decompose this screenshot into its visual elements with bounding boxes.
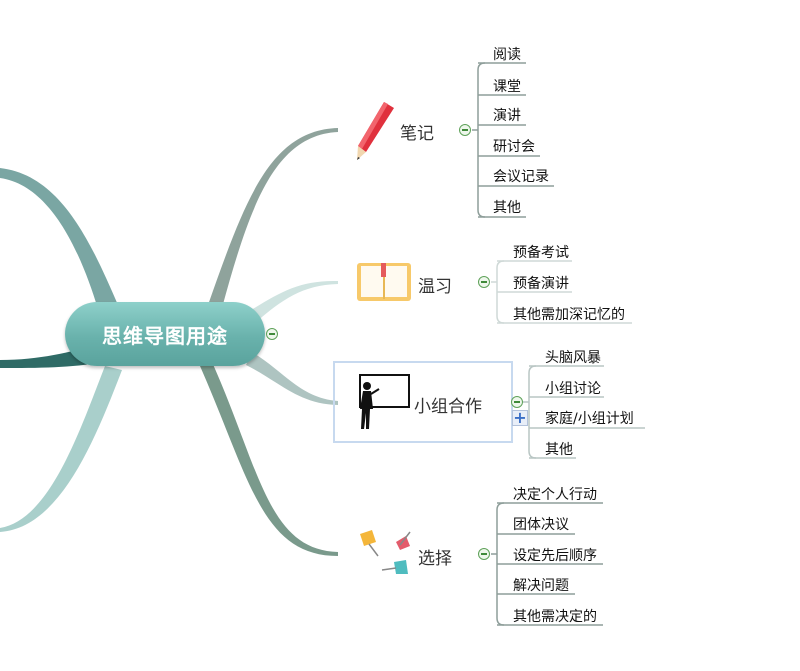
topic-choice-label: 选择: [418, 549, 452, 569]
leaf-choice-group-decision[interactable]: 团体决议: [513, 517, 569, 533]
central-collapse-button[interactable]: [266, 328, 278, 340]
leaf-notes-other[interactable]: 其他: [493, 200, 521, 216]
leaf-choice-other[interactable]: 其他需决定的: [513, 609, 597, 625]
leaf-group-brainstorm[interactable]: 头脑风暴: [545, 350, 601, 366]
branch-left-lower: [0, 366, 122, 532]
leaf-notes-classroom[interactable]: 课堂: [493, 79, 521, 95]
leaf-group-discussion[interactable]: 小组讨论: [545, 381, 601, 397]
expand-plus-icon[interactable]: +: [512, 408, 528, 427]
leaves-group-connectors: [523, 365, 645, 459]
book-icon: [357, 263, 411, 301]
leaf-notes-meeting-minutes[interactable]: 会议记录: [493, 169, 549, 185]
central-topic-label: 思维导图用途: [102, 323, 228, 348]
leaf-review-memorize[interactable]: 其他需加深记忆的: [513, 307, 625, 323]
leaf-notes-reading[interactable]: 阅读: [493, 47, 521, 63]
leaf-group-other[interactable]: 其他: [545, 442, 573, 458]
leaves-choice-connectors: [491, 502, 603, 626]
pencil-icon: [357, 102, 394, 160]
leaf-choice-problem-solving[interactable]: 解决问题: [513, 578, 569, 594]
topic-review[interactable]: 温习: [418, 272, 452, 297]
branch-choice: [200, 362, 338, 556]
leaf-group-plan[interactable]: 家庭/小组计划: [545, 411, 634, 427]
central-topic[interactable]: 思维导图用途: [65, 302, 265, 366]
leaves-notes-connectors: [472, 62, 554, 218]
topic-notes-label: 笔记: [400, 124, 434, 144]
topic-review-label: 温习: [418, 277, 452, 297]
topic-group[interactable]: 小组合作: [414, 392, 482, 417]
choice-collapse-button[interactable]: [478, 548, 490, 560]
branch-group: [246, 352, 338, 405]
leaf-review-speech[interactable]: 预备演讲: [513, 276, 569, 292]
leaf-notes-speech[interactable]: 演讲: [493, 108, 521, 124]
notes-collapse-button[interactable]: [459, 124, 471, 136]
pushpins-icon: [360, 530, 411, 574]
leaf-review-exam[interactable]: 预备考试: [513, 245, 569, 261]
leaf-choice-personal-action[interactable]: 决定个人行动: [513, 487, 597, 503]
topic-notes[interactable]: 笔记: [400, 119, 434, 144]
teacher-board-icon: [359, 374, 410, 429]
topic-group-label: 小组合作: [414, 397, 482, 417]
branch-notes: [208, 128, 338, 308]
branch-review: [248, 280, 338, 322]
leaf-notes-seminar[interactable]: 研讨会: [493, 139, 535, 155]
leaf-choice-priority[interactable]: 设定先后顺序: [513, 548, 597, 564]
leaves-review-connectors: [491, 260, 632, 324]
group-collapse-button[interactable]: [511, 396, 523, 408]
topic-choice[interactable]: 选择: [418, 544, 452, 569]
review-collapse-button[interactable]: [478, 276, 490, 288]
branch-left-upper: [0, 168, 118, 309]
